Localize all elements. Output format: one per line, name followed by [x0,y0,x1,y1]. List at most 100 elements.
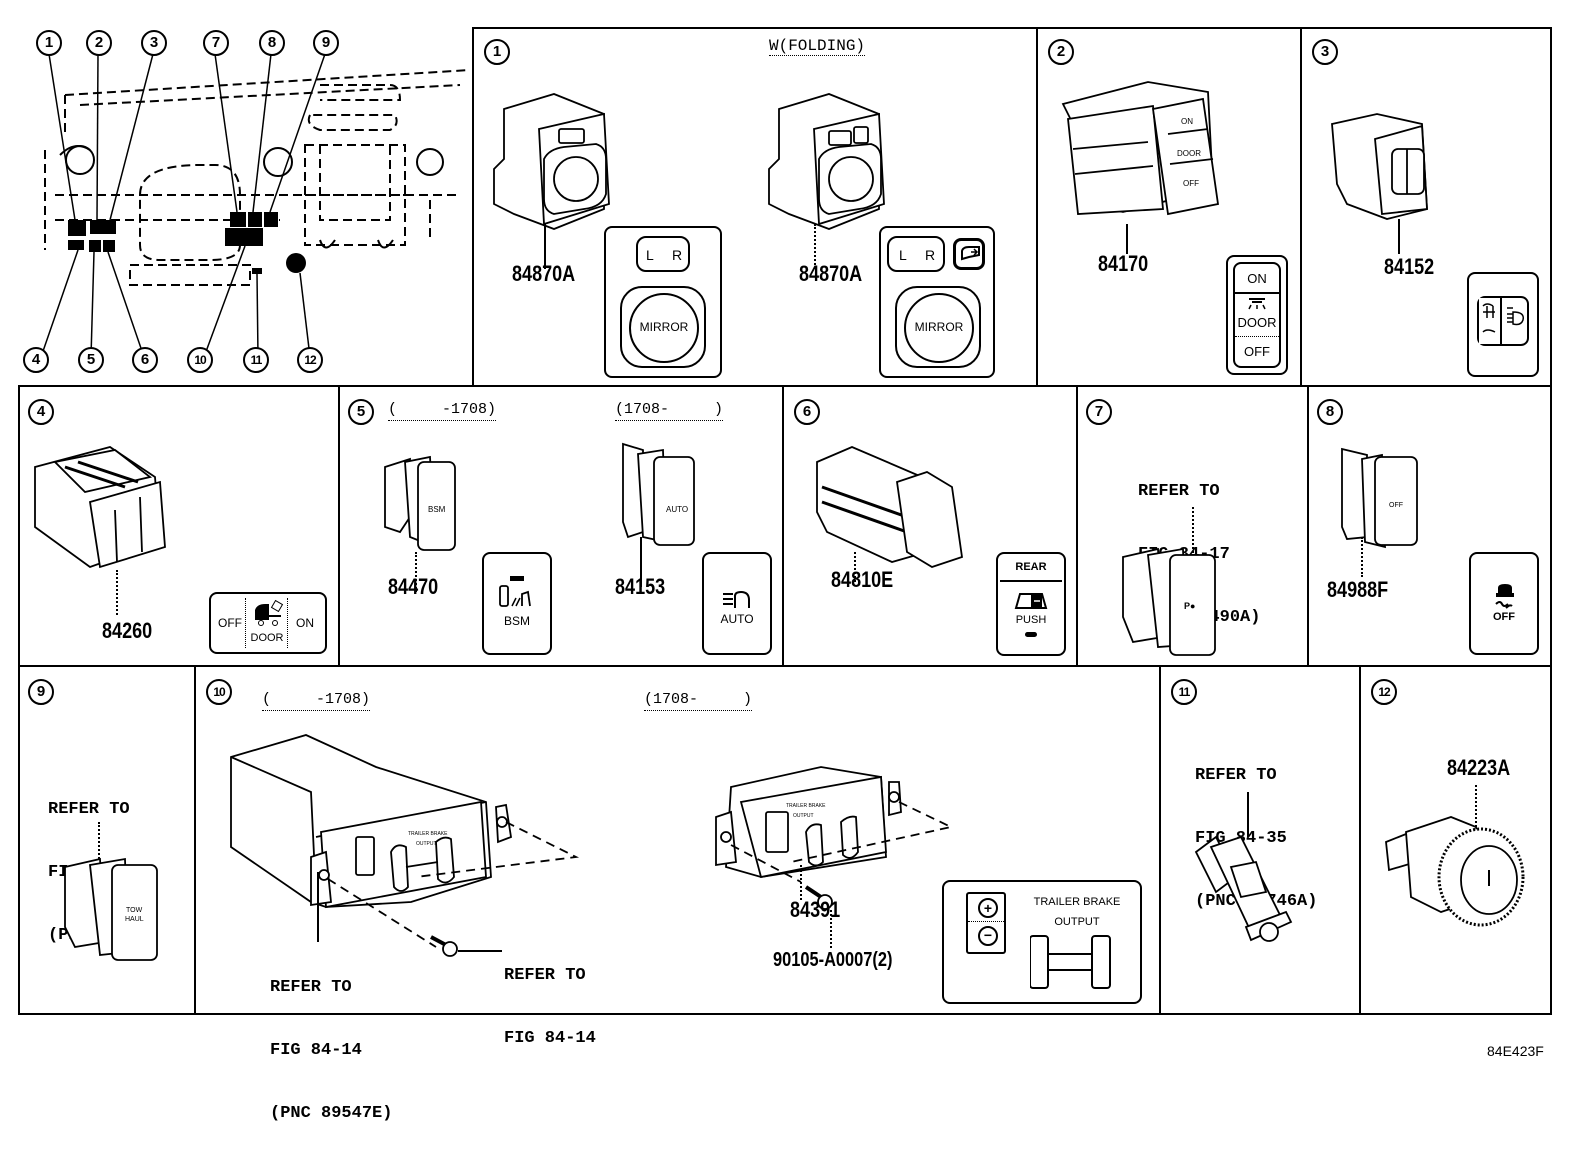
locator-callout-3[interactable]: 3 [141,30,167,56]
parking-switch-illustration: P● [1122,547,1216,656]
mirror-fold-button[interactable] [953,238,985,270]
locator-callout-10[interactable]: 10 [187,347,213,373]
skid-vehicle-icon [1495,584,1514,609]
locator-callout-1[interactable]: 1 [36,30,62,56]
gain-minus-button[interactable]: − [978,926,998,946]
switch-markers [68,212,306,274]
panel-number: 10 [206,679,232,705]
part-number-84223a: 84223A [1447,755,1511,780]
svg-text:OFF: OFF [1389,502,1403,509]
locator-callout-11[interactable]: 11 [243,347,269,373]
refer-line-1: REFER TO [1195,766,1277,785]
part-number-84870a-folding: 84870A [799,261,863,286]
lr-selector[interactable]: L R [887,236,945,272]
mirror-knob[interactable]: MIRROR [904,293,974,363]
refer-text-bracket: REFER TO FIG 84-14 (PNC 89547E) [270,935,392,1166]
panel-number: 12 [1371,679,1397,705]
leader-line [800,865,802,900]
variant-before-1708: ( -1708) [388,401,497,421]
lr-left-label: L [646,247,654,263]
variant-after-1708: (1708- ) [644,691,753,711]
svg-text:OFF: OFF [1183,179,1199,188]
push-label: PUSH [1015,614,1047,626]
rear-window-icon [1014,593,1048,609]
rear-window-push-button[interactable]: PUSH [1000,580,1062,652]
variant-after-1708: (1708- ) [615,401,724,421]
panel-6-rear-window-switch: 6 84810E REAR PUSH [782,385,1078,667]
variant-label: W(FOLDING) [769,37,866,56]
locator-callout-7[interactable]: 7 [203,30,229,56]
lr-right-label: R [925,247,936,263]
locator-diagram: 1 2 3 7 8 9 4 5 6 10 11 12 [0,20,471,385]
door-off-label: OFF [218,616,242,630]
start-switch-illustration [1385,816,1525,927]
panel-number: 8 [1317,399,1343,425]
refer-line-1: REFER TO [48,800,130,819]
leader-line [814,224,816,269]
auto-light-switch-illustration: AUTO [622,442,695,546]
svg-text:DOOR: DOOR [1177,149,1201,158]
variant-before-1708: ( -1708) [262,691,371,711]
refer-line-1: REFER TO [270,978,352,997]
panel-number: 2 [1048,39,1074,65]
door-off-position[interactable]: OFF [215,598,246,648]
gain-plus-button[interactable]: + [978,898,998,918]
door-door-label: DOOR [250,632,284,644]
door-on-position[interactable]: ON [289,598,321,648]
locator-callout-8[interactable]: 8 [259,30,285,56]
figure-code: 84E423F [1487,1043,1544,1059]
door-on-label: ON [296,616,314,630]
mirror-knob-frame: MIRROR [620,286,706,368]
panel-11-usb-port: 11 REFER TO FIG 84-35 (PNC 84746A) [1159,665,1361,1015]
lr-selector[interactable]: L R [636,236,690,272]
dome-rocker: ON DOOR OFF [1233,262,1281,368]
mirror-knob[interactable]: MIRROR [629,293,699,363]
locator-callout-12[interactable]: 12 [297,347,323,373]
locator-callout-9[interactable]: 9 [313,30,339,56]
svg-text:HAUL: HAUL [125,916,144,923]
dome-off-position[interactable]: OFF [1235,338,1279,366]
blind-spot-monitor-icon [499,585,531,607]
svg-text:TRAILER BRAKE: TRAILER BRAKE [408,831,448,837]
inset-vsc-off-switch: OFF [1469,552,1539,655]
leveling-switch-illustration [1331,113,1428,220]
bsm-switch-illustration: BSM [384,455,456,551]
auto-label: AUTO [720,612,754,626]
panel-number: 7 [1086,399,1112,425]
svg-text:TRAILER BRAKE: TRAILER BRAKE [786,803,826,809]
panel-8-traction-control-switch: 8 OFF 84988F OFF [1307,385,1552,667]
inset-mirror-switch: L R MIRROR [604,226,722,378]
gain-control[interactable]: + − [966,892,1006,954]
door-door-position[interactable]: DOOR [247,598,288,648]
locator-callout-4[interactable]: 4 [23,347,49,373]
dome-door-position[interactable]: DOOR [1235,294,1279,337]
bsm-label: BSM [503,614,530,628]
trailer-brake-controller-old-illustration: TRAILER BRAKE OUTPUT [230,734,580,957]
vsc-off-switch-illustration: OFF [1341,447,1418,549]
leader-line [854,552,856,582]
door-switch-illustration [34,446,166,569]
trailer-brake-title-1: TRAILER BRAKE [1033,896,1121,908]
refer-line-3: (PNC 89547E) [270,1104,393,1123]
rear-window-switch-illustration [816,446,963,568]
leveling-dial[interactable] [1477,296,1529,346]
headlamp-leveling-icon [1479,298,1525,344]
rear-label: REAR [1015,561,1047,573]
inset-door-switch: OFF DOOR ON [209,592,327,654]
svg-text:BSM: BSM [428,505,446,514]
leader-line [640,537,642,587]
svg-text:ON: ON [1181,117,1193,126]
mirror-knob-label: MIRROR [639,320,689,334]
panel-12-engine-start-switch: 12 84223A [1359,665,1552,1015]
refer-line-1: REFER TO [1138,482,1220,501]
part-number-84170: 84170 [1098,251,1149,276]
dome-on-position[interactable]: ON [1235,264,1279,294]
locator-callout-5[interactable]: 5 [78,347,104,373]
usb-port-illustration [1194,835,1293,942]
bsm-indicator [510,576,524,581]
locator-callout-2[interactable]: 2 [86,30,112,56]
gain-divider [968,921,1004,922]
manual-lever-icon[interactable] [1030,934,1120,994]
locator-callout-6[interactable]: 6 [132,347,158,373]
trailer-brake-title-2: OUTPUT [1054,916,1100,928]
